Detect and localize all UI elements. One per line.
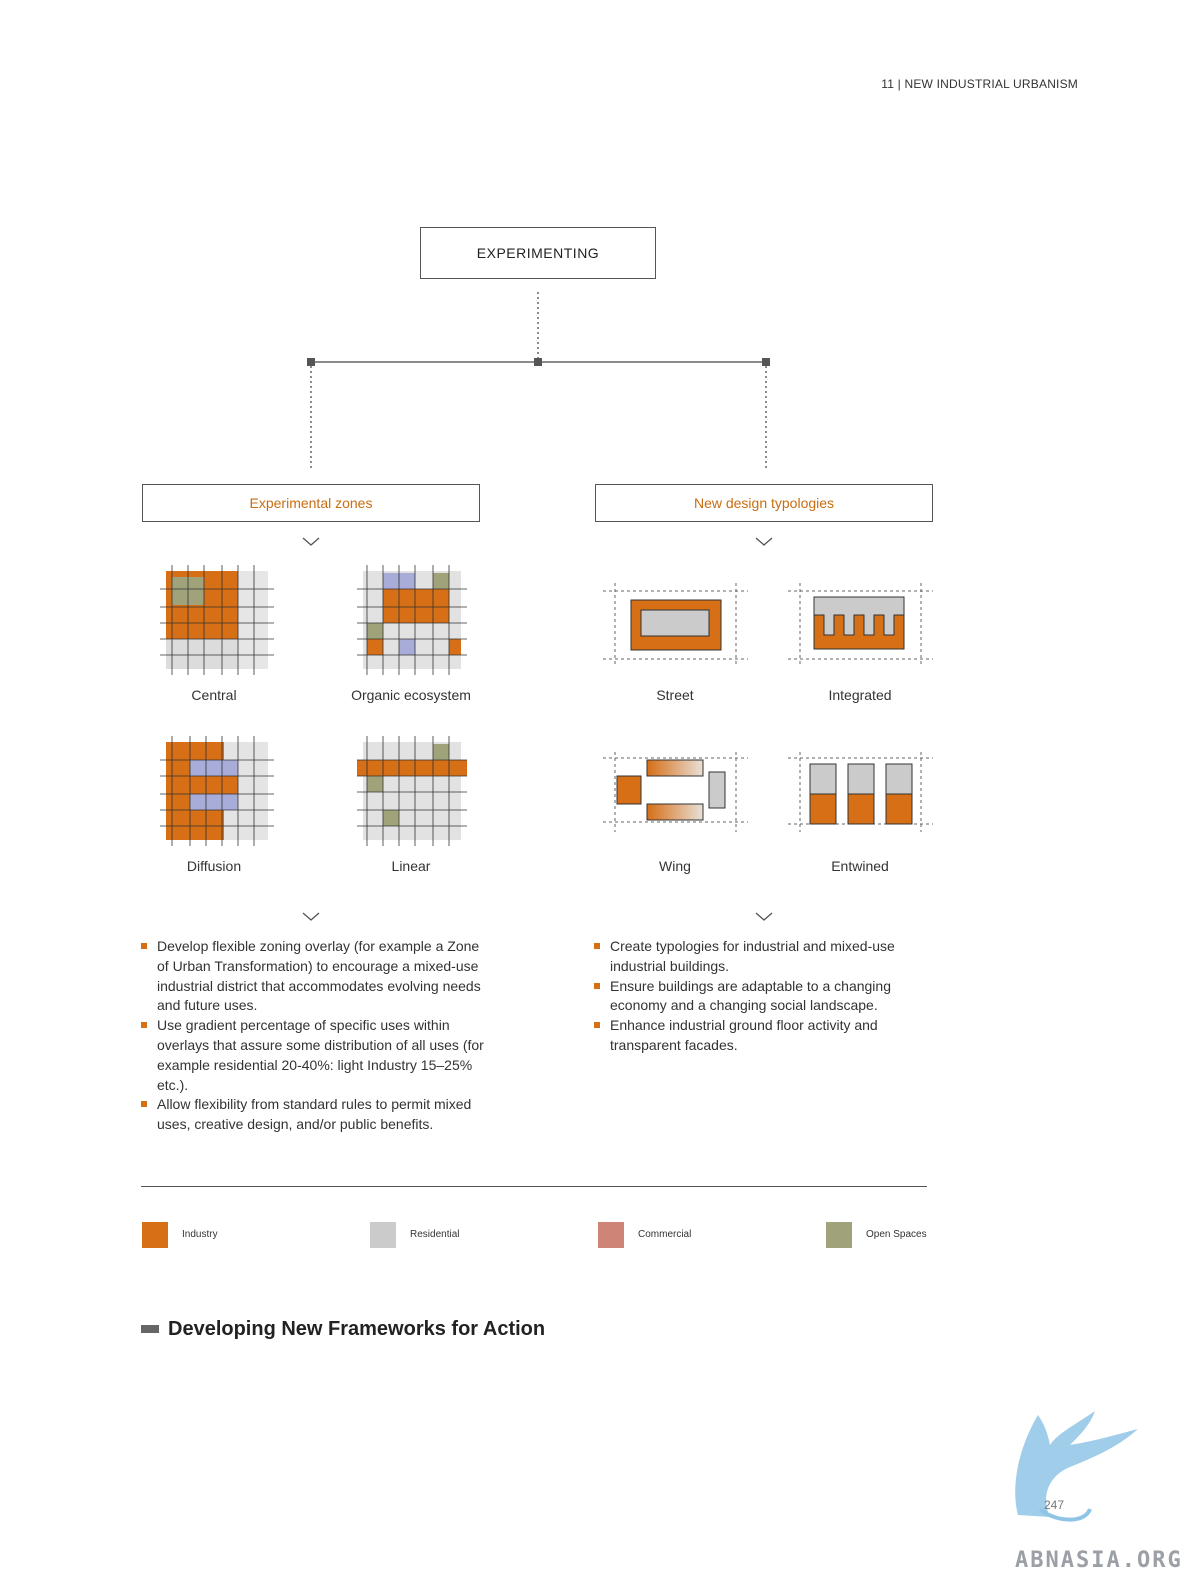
central-zone-diagram [160, 565, 274, 675]
branch-experimental-zones: Experimental zones [142, 484, 480, 522]
entwined-typology-diagram [788, 752, 933, 832]
label-integrated: Integrated [828, 687, 892, 703]
diffusion-diagram [160, 736, 274, 846]
right-lower-chevron-down-icon [755, 912, 773, 921]
label-diffusion: Diffusion [186, 858, 242, 874]
center-node-square [534, 358, 542, 366]
legend-label-commercial: Commercial [638, 1229, 692, 1240]
label-wing: Wing [659, 858, 691, 874]
left-chevron-down-icon [302, 537, 320, 546]
page-number: 247 [1044, 1498, 1065, 1512]
left-node-square [307, 358, 315, 366]
grid-lines [160, 736, 274, 846]
organic-ecosystem-diagram [357, 565, 467, 675]
list-item: Enhance industrial ground floor activity… [594, 1016, 934, 1056]
root-node-label: EXPERIMENTING [476, 245, 600, 261]
legend-swatch-commercial [598, 1222, 624, 1248]
grid-lines [160, 565, 274, 675]
grid-cells [357, 742, 467, 840]
linear-diagram [357, 736, 467, 846]
branch-new-design-typologies: New design typologies [595, 484, 933, 522]
left-lower-chevron-down-icon [302, 912, 320, 921]
running-header: 11 | NEW INDUSTRIAL URBANISM [881, 77, 1078, 91]
list-item: Use gradient percentage of specific uses… [141, 1016, 491, 1095]
grid-cells [166, 571, 268, 669]
left-bullet-list: Develop flexible zoning overlay (for exa… [141, 937, 491, 1135]
grid-lines [357, 736, 467, 846]
right-chevron-down-icon [755, 537, 773, 546]
list-item: Create typologies for industrial and mix… [594, 937, 934, 977]
watermark-logo [1015, 1411, 1138, 1522]
label-entwined: Entwined [831, 858, 889, 874]
label-street: Street [656, 687, 694, 703]
branch-title: Experimental zones [249, 495, 373, 511]
label-central: Central [191, 687, 237, 703]
watermark-text: ABNASIA.ORG [1015, 1548, 1183, 1573]
integrated-typology-diagram [788, 583, 933, 665]
root-node-experimenting: EXPERIMENTING [420, 227, 656, 279]
street-typology-diagram [603, 583, 748, 665]
label-organic-ecosystem: Organic ecosystem [351, 687, 471, 703]
tree-connectors [302, 292, 773, 546]
list-item: Ensure buildings are adaptable to a chan… [594, 977, 934, 1017]
section-marker [141, 1325, 159, 1333]
list-item: Allow flexibility from standard rules to… [141, 1095, 491, 1135]
grid-cells [166, 742, 268, 840]
legend-label-open-spaces: Open Spaces [866, 1229, 927, 1240]
legend-swatch-open-spaces [826, 1222, 852, 1248]
list-item: Develop flexible zoning overlay (for exa… [141, 937, 491, 1016]
label-linear: Linear [391, 858, 431, 874]
legend-swatch-industry [142, 1222, 168, 1248]
right-node-square [762, 358, 770, 366]
legend-swatch-residential [370, 1222, 396, 1248]
section-title: Developing New Frameworks for Action [168, 1318, 546, 1340]
legend-divider [141, 1186, 927, 1187]
legend-label-industry: Industry [182, 1229, 218, 1240]
right-bullet-list: Create typologies for industrial and mix… [594, 937, 934, 1056]
wing-typology-diagram [603, 752, 748, 832]
legend-label-residential: Residential [410, 1229, 460, 1240]
branch-title: New design typologies [693, 495, 835, 511]
grid-cells [363, 571, 461, 669]
grid-lines [357, 565, 467, 675]
